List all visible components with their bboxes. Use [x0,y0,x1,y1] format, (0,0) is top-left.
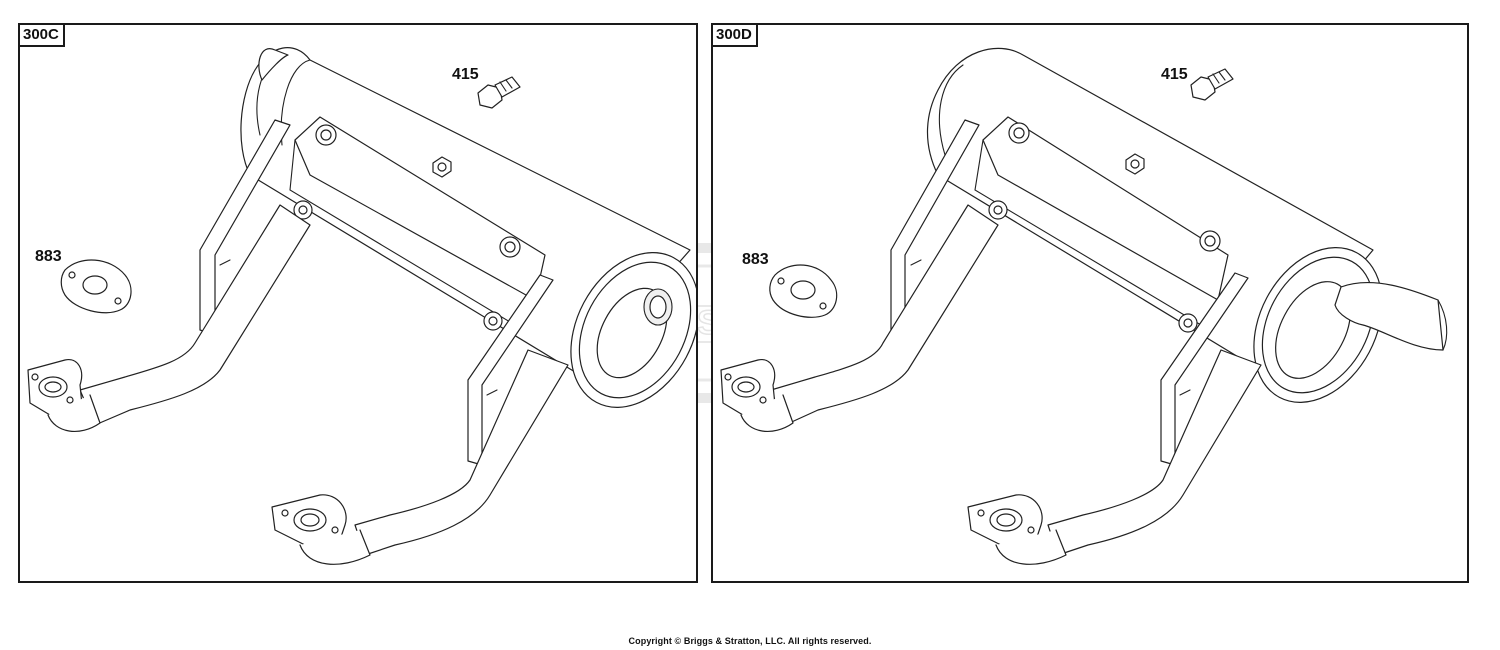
gasket-part [769,264,838,318]
bolt-part [1190,68,1234,101]
mounting-plate [974,116,1229,333]
right-bracket-and-pipe [967,272,1262,565]
left-bracket-and-pipe [720,119,999,432]
outlet-pipe [1334,281,1444,351]
gasket-part [60,259,132,314]
bolt-part [477,76,521,109]
callout-415: 415 [452,66,479,83]
muffler-assembly-drawing [27,47,696,565]
diagram-panel-300c: 300C [18,23,698,583]
callout-415: 415 [1161,66,1188,83]
panel-tag: 300C [20,25,65,47]
right-bracket-and-pipe [271,274,569,565]
copyright-footer: Copyright © Briggs & Stratton, LLC. All … [628,636,872,646]
muffler-outlet-end [1253,247,1448,403]
panel-tag: 300D [713,25,758,47]
callout-883: 883 [742,251,769,268]
callout-883: 883 [35,248,62,265]
muffler-assembly-drawing [720,47,1448,565]
muffler-outlet-end [570,252,696,408]
left-bracket-and-pipe [27,119,311,432]
diagram-panel-300d: 300D [711,23,1469,583]
